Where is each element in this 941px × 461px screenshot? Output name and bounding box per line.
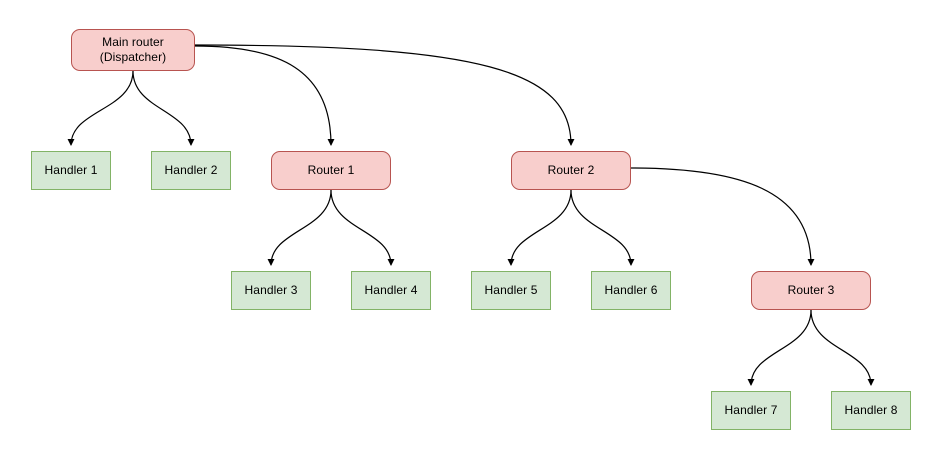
node-label-handler-6: Handler 6 <box>604 283 658 297</box>
node-label-handler-8: Handler 8 <box>844 403 898 417</box>
node-handler-8[interactable]: Handler 8 <box>831 391 911 430</box>
edge-router3-to-handler-8 <box>810 309 875 386</box>
edge-router2-to-handler-5 <box>507 189 572 266</box>
node-label-handler-5: Handler 5 <box>484 283 538 297</box>
node-handler-1[interactable]: Handler 1 <box>31 151 111 190</box>
node-handler-2[interactable]: Handler 2 <box>151 151 231 190</box>
node-label-router-2: Router 2 <box>547 163 595 177</box>
edge-main-to-handler-2 <box>132 70 195 146</box>
node-label-main-router: Main router (Dispatcher) <box>99 35 167 64</box>
node-label-handler-3: Handler 3 <box>244 283 298 297</box>
edge-router1-to-handler-3 <box>267 189 332 266</box>
node-handler-5[interactable]: Handler 5 <box>471 271 551 310</box>
edge-main-to-handler-1 <box>67 70 134 146</box>
node-handler-4[interactable]: Handler 4 <box>351 271 431 310</box>
edge-router1-to-handler-4 <box>330 189 395 266</box>
node-router-2[interactable]: Router 2 <box>511 151 631 190</box>
node-label-router-1: Router 1 <box>307 163 355 177</box>
node-label-handler-2: Handler 2 <box>164 163 218 177</box>
edge-main-to-router-1 <box>194 45 335 146</box>
node-router-1[interactable]: Router 1 <box>271 151 391 190</box>
node-label-handler-7: Handler 7 <box>724 403 778 417</box>
node-handler-3[interactable]: Handler 3 <box>231 271 311 310</box>
edges-group <box>67 44 875 386</box>
node-router-3[interactable]: Router 3 <box>751 271 871 310</box>
edge-main-to-router-2 <box>194 44 575 146</box>
edge-router2-to-router-3 <box>630 167 815 266</box>
edge-router3-to-handler-7 <box>747 309 812 386</box>
node-main-router[interactable]: Main router (Dispatcher) <box>71 29 195 71</box>
node-label-handler-4: Handler 4 <box>364 283 418 297</box>
node-handler-6[interactable]: Handler 6 <box>591 271 671 310</box>
node-label-router-3: Router 3 <box>787 283 835 297</box>
node-label-handler-1: Handler 1 <box>44 163 98 177</box>
node-handler-7[interactable]: Handler 7 <box>711 391 791 430</box>
edge-router2-to-handler-6 <box>570 189 635 266</box>
